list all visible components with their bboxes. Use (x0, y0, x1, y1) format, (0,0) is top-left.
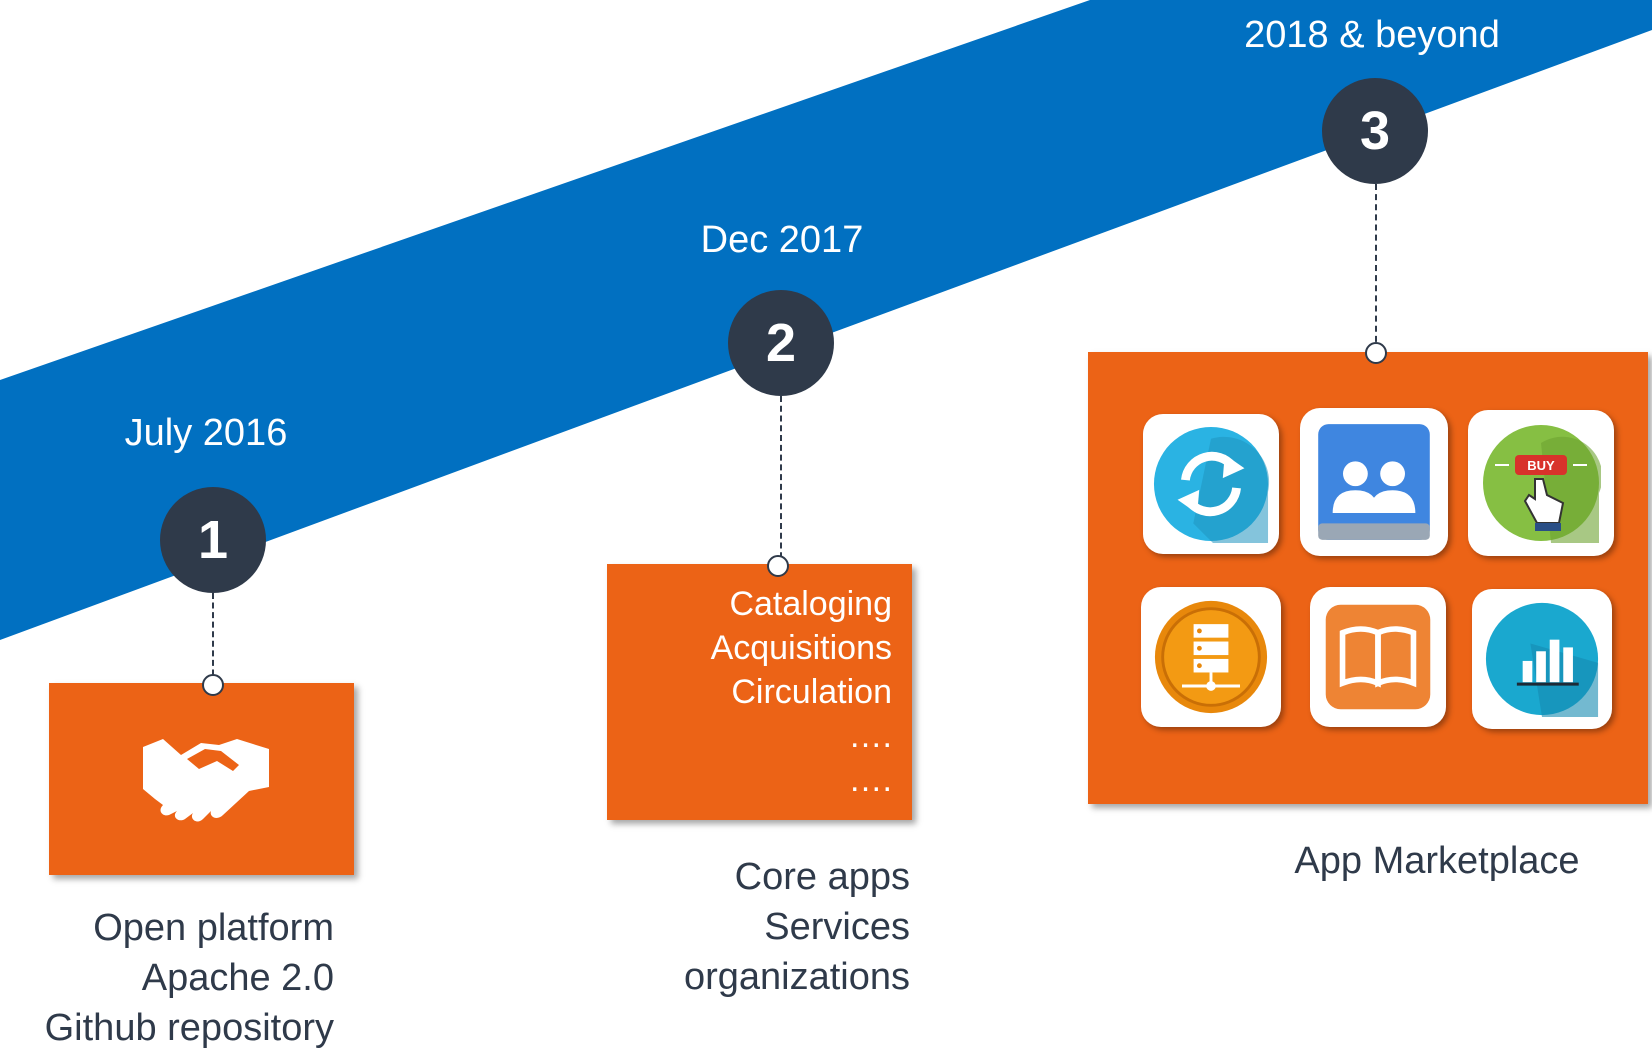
milestone-1-caption: Open platform Apache 2.0 Github reposito… (0, 903, 334, 1053)
bar-chart-icon (1485, 602, 1599, 717)
caption-line: Open platform (93, 907, 334, 949)
milestone-1-knob (202, 674, 224, 696)
marketplace-tile (1141, 587, 1281, 727)
marketplace-tile (1310, 587, 1446, 727)
handshake-icon (143, 739, 269, 822)
milestone-1-badge: 1 (160, 487, 266, 593)
core-app-item: Acquisitions (710, 629, 892, 667)
marketplace-tile (1300, 408, 1448, 556)
caption-line: App Marketplace (1294, 840, 1580, 882)
milestone-3-box: BUY (1088, 352, 1648, 804)
core-app-item: Cataloging (729, 585, 892, 623)
caption-line: Services (764, 906, 910, 948)
milestone-2-connector (780, 396, 782, 568)
core-app-item: …. (848, 717, 892, 755)
milestone-2-badge: 2 (728, 290, 834, 396)
milestone-1-connector (212, 593, 214, 685)
buy-button-icon: BUY (1483, 425, 1601, 543)
open-book-icon (1325, 604, 1431, 710)
milestone-3-badge: 3 (1322, 78, 1428, 184)
milestone-3-caption: App Marketplace (1240, 836, 1634, 886)
core-app-item: Circulation (731, 673, 892, 711)
svg-text:BUY: BUY (1527, 458, 1555, 473)
marketplace-tile (1143, 414, 1279, 554)
milestone-3-date: 2018 & beyond (1244, 14, 1500, 56)
milestone-2-date: Dec 2017 (700, 219, 864, 261)
core-apps-list: Cataloging Acquisitions Circulation …. …… (711, 582, 892, 802)
milestone-2-knob (767, 555, 789, 577)
caption-line: Github repository (44, 1007, 334, 1049)
caption-line: Core apps (734, 856, 910, 898)
milestone-1-date: July 2016 (124, 412, 288, 454)
milestone-3-knob (1365, 342, 1387, 364)
sync-icon (1153, 426, 1270, 543)
milestone-3-connector (1375, 184, 1377, 352)
core-app-item: …. (848, 761, 892, 799)
caption-line: organizations (683, 956, 910, 998)
milestone-2-caption: Core apps Services organizations (560, 852, 910, 1002)
marketplace-tile (1472, 589, 1612, 729)
caption-line: Apache 2.0 (141, 957, 334, 999)
users-folder-icon (1318, 424, 1430, 540)
milestone-1-box (49, 683, 354, 875)
server-icon (1154, 600, 1268, 714)
marketplace-tile: BUY (1468, 410, 1614, 556)
milestone-2-box: Cataloging Acquisitions Circulation …. …… (607, 564, 912, 820)
